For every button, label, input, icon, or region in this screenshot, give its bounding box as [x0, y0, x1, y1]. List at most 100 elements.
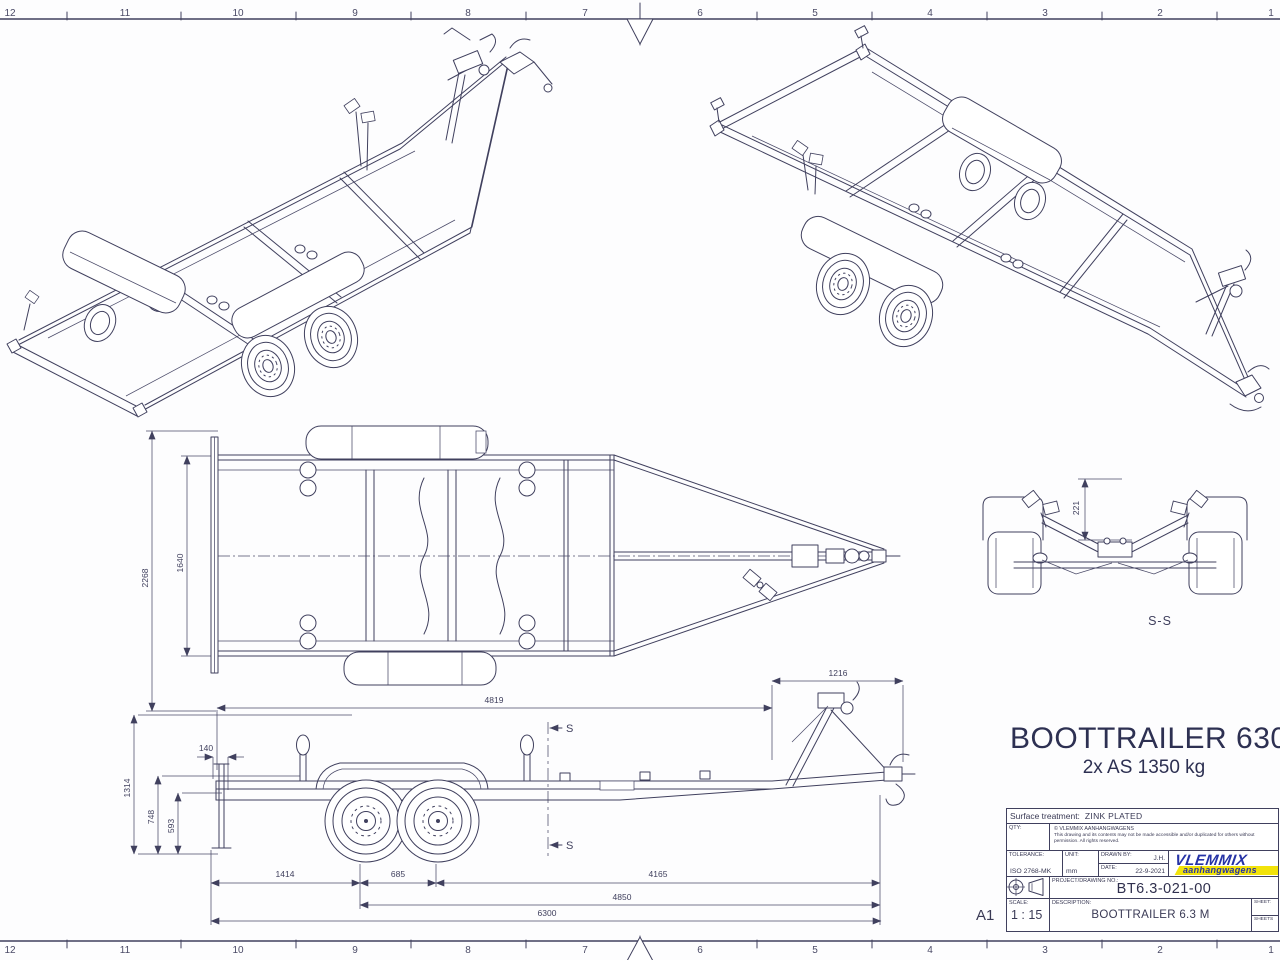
fender-top — [305, 425, 489, 460]
dim-1314: 1314 — [122, 778, 132, 797]
dim-1414: 1414 — [276, 869, 295, 879]
drawn-by-cell: DRAWN BY: J.H. — [1099, 851, 1168, 864]
ruler-number: 2 — [1157, 945, 1163, 956]
ruler-number: 1 — [1268, 8, 1274, 19]
center-mark-bottom-icon — [626, 936, 654, 960]
ruler-number: 9 — [352, 945, 358, 956]
wheel — [396, 779, 480, 863]
description-cell: DESCRIPTION: BOOTTRAILER 6.3 M — [1050, 899, 1251, 931]
ruler-number: 7 — [582, 8, 588, 19]
wheel — [324, 779, 408, 863]
date-value: 22-9-2021 — [1135, 868, 1165, 875]
drawing-no-label: PROJECT/DRAWING NO.: — [1052, 878, 1119, 884]
scale-label: SCALE: — [1009, 900, 1029, 906]
ruler-number: 3 — [1042, 8, 1048, 19]
tolerance-label: TOLERANCE: — [1009, 852, 1045, 858]
dim-221: 221 — [1071, 501, 1081, 515]
ruler-number: 2 — [1157, 8, 1163, 19]
copyright-row: QTY: © VLEMMIX AANHANGWAGENS This drawin… — [1007, 824, 1278, 851]
section-mark-s-top: S — [566, 723, 573, 735]
plan-view: 2268 1640 — [140, 425, 901, 712]
description-value: BOOTTRAILER 6.3 M — [1091, 909, 1210, 921]
ruler-number: 11 — [120, 8, 131, 19]
center-mark-top-icon — [626, 18, 654, 45]
ruler-number: 1 — [1268, 945, 1274, 956]
scale-value: 1 : 15 — [1011, 908, 1043, 922]
ruler-number: 8 — [465, 8, 471, 19]
dim-748: 748 — [146, 810, 156, 824]
drawing-no-row: PROJECT/DRAWING NO.: BT6.3-021-00 — [1007, 877, 1278, 899]
coupler-head — [1235, 374, 1262, 397]
section-mark-s-bottom: S — [566, 840, 573, 852]
vlemmix-logo: VLEMMIX aanhangwagens — [1169, 851, 1278, 876]
drawing-no-value: BT6.3-021-00 — [1116, 881, 1212, 897]
ruler-number: 4 — [927, 8, 933, 19]
coupler-head — [499, 51, 535, 75]
iso-view-front-left — [6, 27, 553, 418]
sheets-cell: SHEETS — [1252, 916, 1278, 932]
copyright-cell: © VLEMMIX AANHANGWAGENS This drawing and… — [1050, 824, 1278, 850]
section-view-label: S-S — [1148, 614, 1172, 628]
unit-value: mm — [1066, 868, 1078, 875]
drawn-by-value: J.H. — [1153, 854, 1165, 862]
first-angle-projection-icon — [1007, 878, 1044, 896]
description-row: SCALE: 1 : 15 DESCRIPTION: BOOTTRAILER 6… — [1007, 899, 1278, 931]
surface-treatment-row: Surface treatment: ZINK PLATED — [1007, 809, 1278, 824]
sheets-label: SHEETS — [1254, 916, 1274, 922]
ruler-number: 12 — [4, 945, 16, 956]
date-label: DATE: — [1101, 864, 1117, 871]
fender-bottom — [343, 651, 497, 686]
tolerance-value: ISO 2768-MK — [1010, 868, 1052, 875]
surface-treatment-value: ZINK PLATED — [1084, 811, 1143, 821]
copyright-line2: This drawing and its contents may not be… — [1054, 833, 1255, 844]
dim-685: 685 — [391, 869, 405, 879]
dim-6300: 6300 — [538, 908, 557, 918]
drawn-date-cell: DRAWN BY: J.H. DATE: 22-9-2021 — [1099, 851, 1169, 876]
ruler-number: 4 — [927, 945, 933, 956]
ruler-number: 11 — [120, 945, 131, 956]
date-cell: DATE: 22-9-2021 — [1099, 864, 1168, 876]
dim-593: 593 — [166, 819, 176, 833]
dim-4850: 4850 — [613, 892, 632, 902]
surface-treatment-label: Surface treatment: — [1010, 811, 1080, 821]
paper-size-label: A1 — [976, 907, 995, 924]
unit-cell: UNIT: mm — [1063, 851, 1099, 876]
dim-140: 140 — [199, 743, 213, 753]
sheet-cells: SHEET: SHEETS — [1251, 899, 1278, 931]
qty-label: QTY: — [1009, 825, 1022, 831]
drawing-no-cell: PROJECT/DRAWING NO.: BT6.3-021-00 — [1050, 877, 1278, 898]
drawing-heading: BOOTTRAILER 630 2x AS 1350 kg — [1010, 722, 1280, 780]
dim-2268: 2268 — [140, 568, 150, 587]
dim-4819: 4819 — [485, 695, 504, 705]
tolerance-row: TOLERANCE: ISO 2768-MK UNIT: mm DRAWN BY… — [1007, 851, 1278, 877]
logo-subtitle: aanhangwagens — [1183, 865, 1257, 875]
description-label: DESCRIPTION: — [1052, 900, 1092, 906]
fender-far — [942, 96, 1062, 184]
ruler-number: 5 — [812, 945, 818, 956]
section-view-ss: 221 S-S — [982, 478, 1248, 628]
dim-1216: 1216 — [829, 668, 848, 678]
ruler-number: 9 — [352, 8, 358, 19]
ruler-number: 3 — [1042, 945, 1048, 956]
ruler-number: 10 — [232, 8, 244, 19]
ruler-number: 12 — [4, 8, 16, 19]
drawn-by-label: DRAWN BY: — [1101, 852, 1132, 858]
qty-cell: QTY: — [1007, 824, 1050, 850]
fender-side — [315, 762, 489, 790]
ruler-number: 5 — [812, 8, 818, 19]
fender-near — [231, 251, 365, 339]
copyright-line1: © VLEMMIX AANHANGWAGENS — [1054, 826, 1134, 832]
iso-view-rear-right — [709, 25, 1270, 412]
projection-symbol-cell — [1007, 877, 1050, 898]
page-subtitle: 2x AS 1350 kg — [1082, 757, 1206, 778]
sheet-cell: SHEET: — [1252, 899, 1278, 916]
ruler-number: 7 — [582, 945, 588, 956]
dim-4165: 4165 — [649, 869, 668, 879]
ruler-top: 12 11 10 9 8 7 6 5 4 3 2 1 — [0, 2, 1280, 46]
sheet-label: SHEET: — [1254, 900, 1271, 905]
ruler-number: 6 — [697, 8, 703, 19]
fender-far — [62, 230, 186, 314]
tolerance-cell: TOLERANCE: ISO 2768-MK — [1007, 851, 1063, 876]
